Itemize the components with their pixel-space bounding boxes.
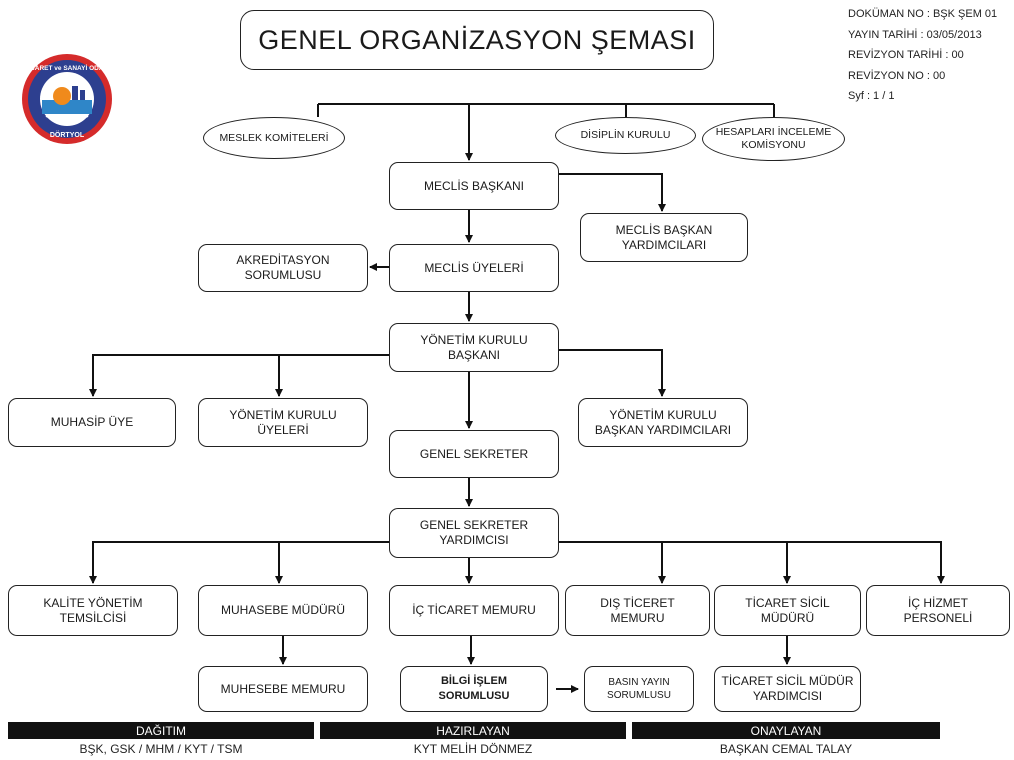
chamber-logo: TİCARET ve SANAYİ ODASI DÖRTYOL — [20, 52, 114, 146]
meclis-baskan-yardimcilari-node: MECLİS BAŞKAN YARDIMCILARI — [580, 213, 748, 262]
yk-baskani-node: YÖNETİM KURULU BAŞKANI — [389, 323, 559, 372]
meclis-baskani-node: MECLİS BAŞKANI — [389, 162, 559, 210]
logo-bottom-text: DÖRTYOL — [50, 130, 85, 139]
genel-sekreter-node: GENEL SEKRETER — [389, 430, 559, 478]
doc-number: DOKÜMAN NO : BŞK ŞEM 01 — [848, 8, 998, 20]
dis-ticaret-memuru-node: DIŞ TİCERET MEMURU — [565, 585, 710, 636]
disiplin-kurulu-node: DİSİPLİN KURULU — [555, 117, 696, 154]
logo-top-text: TİCARET ve SANAYİ ODASI — [24, 64, 110, 72]
gs-yardimcisi-node: GENEL SEKRETER YARDIMCISI — [389, 508, 559, 558]
footer-hazirlayan-label: HAZIRLAYAN — [320, 722, 626, 739]
revision-date: REVİZYON TARİHİ : 00 — [848, 49, 964, 61]
meslek-komiteleri-node: MESLEK KOMİTELERİ — [203, 117, 345, 159]
yk-baskan-yardimcilari-node: YÖNETİM KURULU BAŞKAN YARDIMCILARI — [578, 398, 748, 447]
bilgi-islem-sorumlusu-node: BİLGİ İŞLEM SORUMLUSU — [400, 666, 548, 712]
meclis-uyeleri-node: MECLİS ÜYELERİ — [389, 244, 559, 292]
kalite-yonetim-node: KALİTE YÖNETİM TEMSİLCİSİ — [8, 585, 178, 636]
footer-dagitim-value: BŞK, GSK / MHM / KYT / TSM — [79, 742, 243, 756]
akreditasyon-sorumlusu-node: AKREDİTASYON SORUMLUSU — [198, 244, 368, 292]
muhasebe-muduru-node: MUHASEBE MÜDÜRÜ — [198, 585, 368, 636]
hesaplari-inceleme-node: HESAPLARI İNCELEME KOMİSYONU — [702, 117, 845, 161]
page-number: Syf : 1 / 1 — [848, 90, 895, 102]
document-info: DOKÜMAN NO : BŞK ŞEM 01 YAYIN TARİHİ : 0… — [848, 4, 997, 107]
footer-dagitim-label: DAĞITIM — [8, 722, 314, 739]
chart-title: GENEL ORGANİZASYON ŞEMASI — [240, 10, 714, 70]
muhasip-uye-node: MUHASİP ÜYE — [8, 398, 176, 447]
footer-onaylayan-label: ONAYLAYAN — [632, 722, 940, 739]
footer-onaylayan-value: BAŞKAN CEMAL TALAY — [719, 742, 853, 756]
yk-uyeleri-node: YÖNETİM KURULU ÜYELERİ — [198, 398, 368, 447]
ic-hizmet-personeli-node: İÇ HİZMET PERSONELİ — [866, 585, 1010, 636]
basin-yayin-sorumlusu-node: BASIN YAYIN SORUMLUSU — [584, 666, 694, 712]
ic-ticaret-memuru-node: İÇ TİCARET MEMURU — [389, 585, 559, 636]
muhasebe-memuru-node: MUHESEBE MEMURU — [198, 666, 368, 712]
ticaret-sicil-muduru-node: TİCARET SİCİL MÜDÜRÜ — [714, 585, 861, 636]
publish-date: YAYIN TARİHİ : 03/05/2013 — [848, 28, 982, 41]
ts-mudur-yardimcisi-node: TİCARET SİCİL MÜDÜR YARDIMCISI — [714, 666, 861, 712]
revision-number: REVİZYON NO : 00 — [848, 69, 946, 82]
footer-hazirlayan-value: KYT MELİH DÖNMEZ — [413, 742, 533, 756]
